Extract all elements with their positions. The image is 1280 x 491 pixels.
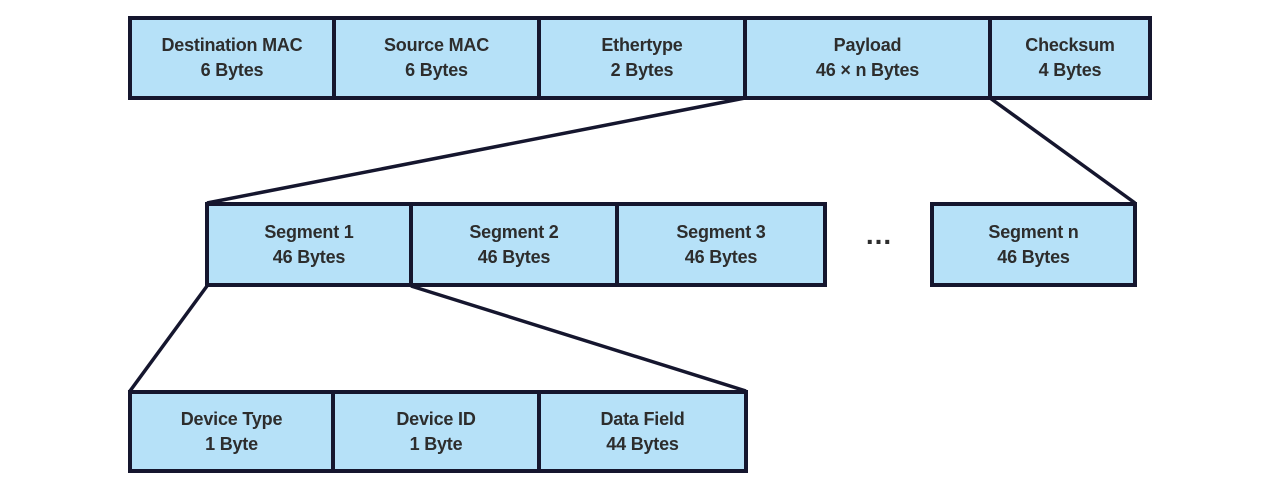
field-title: Segment n [988,221,1079,242]
field-title: Device Type [180,408,283,429]
field-size: 46 Bytes [997,246,1070,267]
field-title: Source MAC [383,35,490,55]
field-title: Device ID [396,408,476,429]
field-size: 46 × n Bytes [815,60,920,80]
frame-field-ethertype: Ethertype 2 Bytes [537,16,747,100]
field-size: 4 Bytes [1038,60,1102,80]
segment-field-device-id: Device ID 1 Byte [331,390,541,473]
frame-field-checksum: Checksum 4 Bytes [988,16,1152,100]
connector-payload-to-segments-left [206,96,746,205]
field-size: 44 Bytes [606,433,679,454]
segment-field-data-field: Data Field 44 Bytes [537,390,748,473]
field-title: Segment 2 [469,221,559,242]
field-size: 1 Byte [205,433,258,454]
connector-payload-to-segments-right [988,96,1137,205]
segment-1-box: Segment 1 46 Bytes [205,202,413,287]
segment-field-device-type: Device Type 1 Byte [128,390,335,473]
field-title: Checksum [1025,35,1115,55]
field-size: 46 Bytes [684,246,758,267]
ellipsis-text: ... [865,218,893,250]
frame-field-source-mac: Source MAC 6 Bytes [332,16,541,100]
segment-2-box: Segment 2 46 Bytes [409,202,619,287]
frame-field-payload: Payload 46 × n Bytes [743,16,992,100]
segment-n-box: Segment n 46 Bytes [930,202,1137,287]
field-title: Payload [833,35,902,55]
field-title: Ethertype [601,35,683,55]
connector-segment1-to-fields-left [128,284,209,393]
field-size: 6 Bytes [200,60,264,80]
field-size: 46 Bytes [477,246,551,267]
field-size: 2 Bytes [610,60,674,80]
field-size: 6 Bytes [405,60,468,80]
segments-ellipsis: ... [845,202,913,287]
field-title: Segment 1 [264,221,354,242]
segment-3-box: Segment 3 46 Bytes [615,202,827,287]
field-size: 1 Byte [409,433,463,454]
field-size: 46 Bytes [272,246,346,267]
field-title: Data Field [600,408,685,429]
field-title: Destination MAC [161,35,303,55]
field-title: Segment 3 [676,221,766,242]
frame-field-destination-mac: Destination MAC 6 Bytes [128,16,336,100]
connector-segment1-to-fields-right [410,284,747,393]
